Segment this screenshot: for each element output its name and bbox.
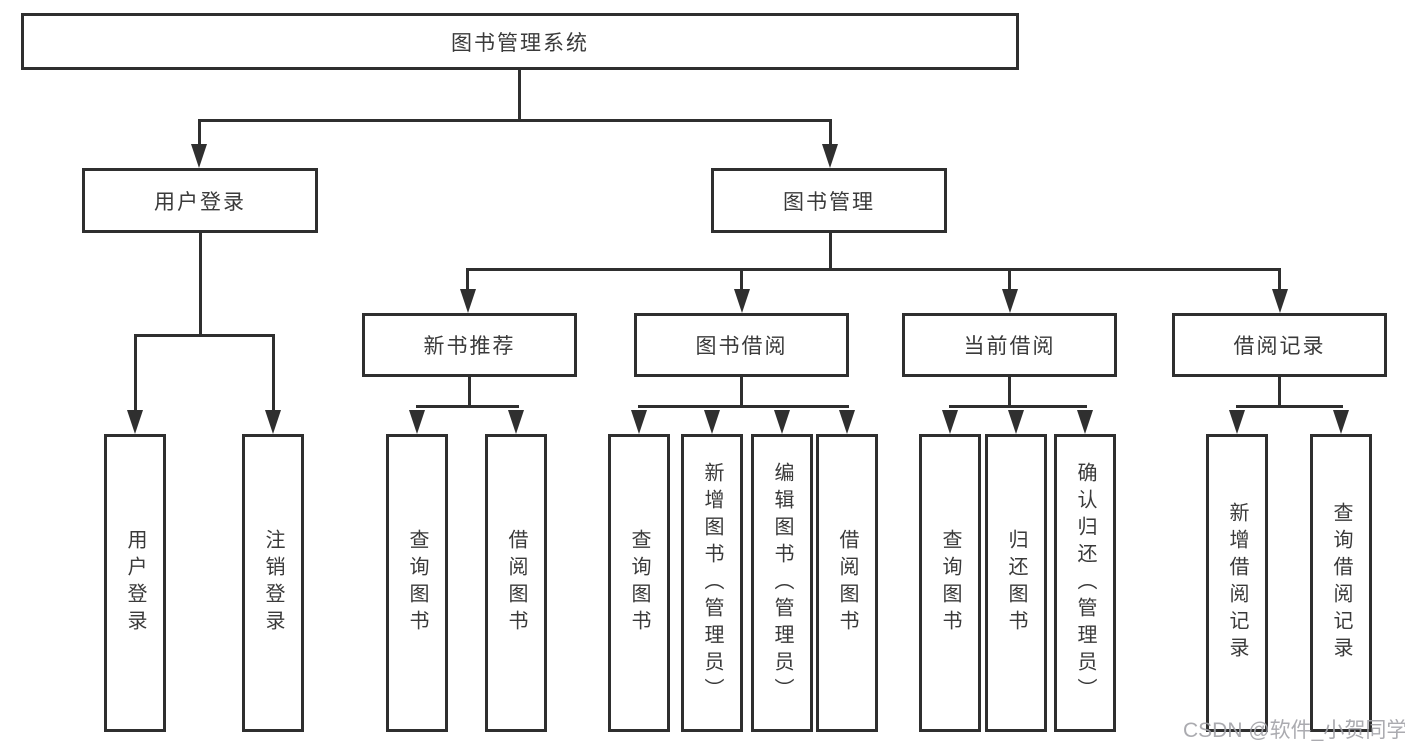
arrow-down-icon <box>1271 289 1288 313</box>
connector-vline <box>468 377 471 407</box>
connector-hbar <box>948 405 1087 408</box>
node-leaf-edit-books-admin: 编辑图书（管理员） <box>751 434 813 732</box>
node-user-login-label: 用户登录 <box>154 190 246 214</box>
leaf-label: 借阅图书 <box>505 529 527 637</box>
leaf-label: 查询图书 <box>939 529 961 637</box>
leaf-label: 新增图书（管理员） <box>701 461 723 705</box>
leaf-label: 用户登录 <box>124 529 146 637</box>
connector-vline <box>1008 377 1011 407</box>
connector-drop-book-management <box>828 121 832 147</box>
arrow-down-icon <box>1333 410 1349 434</box>
node-leaf-query-books-current: 查询图书 <box>919 434 981 732</box>
node-leaf-add-books-admin: 新增图书（管理员） <box>681 434 743 732</box>
node-leaf-add-borrow-record: 新增借阅记录 <box>1206 434 1268 732</box>
node-current-borrow-label: 当前借阅 <box>963 335 1056 358</box>
node-book-management-label: 图书管理 <box>783 190 875 214</box>
connector-drop-leaf <box>133 336 137 412</box>
arrow-down-icon <box>1077 410 1093 434</box>
node-new-book-recommend-label: 新书推荐 <box>423 335 516 358</box>
node-book-management: 图书管理 <box>711 168 947 233</box>
node-leaf-borrow-books: 借阅图书 <box>816 434 878 732</box>
node-new-book-recommend: 新书推荐 <box>362 313 577 377</box>
connector-drop-level3 <box>466 270 469 291</box>
arrow-down-icon <box>774 410 790 434</box>
connector-user-login-hbar <box>133 334 275 337</box>
connector-drop-user-login <box>197 121 201 147</box>
node-leaf-borrow-books-recommend: 借阅图书 <box>485 434 547 732</box>
connector-drop-leaf <box>271 336 275 412</box>
connector-book-management-vline <box>828 233 832 270</box>
connector-vline <box>740 377 743 407</box>
node-leaf-return-books: 归还图书 <box>985 434 1047 732</box>
arrow-down-icon <box>1001 289 1018 313</box>
leaf-label: 查询借阅记录 <box>1330 502 1352 664</box>
connector-hbar <box>415 405 519 408</box>
node-leaf-user-login: 用户登录 <box>104 434 166 732</box>
leaf-label: 查询图书 <box>406 529 428 637</box>
node-leaf-query-books-recommend: 查询图书 <box>386 434 448 732</box>
node-borrow-records: 借阅记录 <box>1172 313 1387 377</box>
connector-user-login-vline <box>198 233 202 336</box>
connector-book-management-hbar <box>466 268 1281 271</box>
leaf-label: 注销登录 <box>262 529 284 637</box>
arrow-down-icon <box>265 410 281 434</box>
connector-hbar <box>1235 405 1343 408</box>
node-book-borrow: 图书借阅 <box>634 313 849 377</box>
connector-drop-level3 <box>1278 270 1281 291</box>
connector-hbar <box>637 405 849 408</box>
node-root-label: 图书管理系统 <box>451 31 589 55</box>
connector-root-vline <box>518 70 521 120</box>
arrow-down-icon <box>1008 410 1024 434</box>
arrow-down-icon <box>459 289 476 313</box>
leaf-label: 编辑图书（管理员） <box>771 461 793 705</box>
arrow-down-icon <box>704 410 720 434</box>
arrow-down-icon <box>508 410 524 434</box>
arrow-down-icon <box>631 410 647 434</box>
leaf-label: 确认归还（管理员） <box>1074 461 1096 705</box>
leaf-label: 新增借阅记录 <box>1226 502 1248 664</box>
arrow-down-icon <box>191 144 207 168</box>
arrow-down-icon <box>839 410 855 434</box>
connector-vline <box>1278 377 1281 407</box>
node-borrow-records-label: 借阅记录 <box>1233 335 1326 358</box>
node-current-borrow: 当前借阅 <box>902 313 1117 377</box>
node-book-borrow-label: 图书借阅 <box>695 335 788 358</box>
leaf-label: 归还图书 <box>1005 529 1027 637</box>
node-leaf-confirm-return-admin: 确认归还（管理员） <box>1054 434 1116 732</box>
arrow-down-icon <box>409 410 425 434</box>
node-leaf-query-borrow-record: 查询借阅记录 <box>1310 434 1372 732</box>
connector-root-hbar <box>197 119 832 122</box>
arrow-down-icon <box>733 289 750 313</box>
node-leaf-query-books-borrow: 查询图书 <box>608 434 670 732</box>
node-root: 图书管理系统 <box>21 13 1019 70</box>
arrow-down-icon <box>1229 410 1245 434</box>
node-leaf-logout: 注销登录 <box>242 434 304 732</box>
arrow-down-icon <box>822 144 838 168</box>
connector-drop-level3 <box>740 270 743 291</box>
leaf-label: 借阅图书 <box>836 529 858 637</box>
watermark: CSDN @软件_小贺同学 <box>1183 719 1405 742</box>
node-user-login: 用户登录 <box>82 168 318 233</box>
leaf-label: 查询图书 <box>628 529 650 637</box>
arrow-down-icon <box>127 410 143 434</box>
connector-drop-level3 <box>1008 270 1011 291</box>
arrow-down-icon <box>942 410 958 434</box>
